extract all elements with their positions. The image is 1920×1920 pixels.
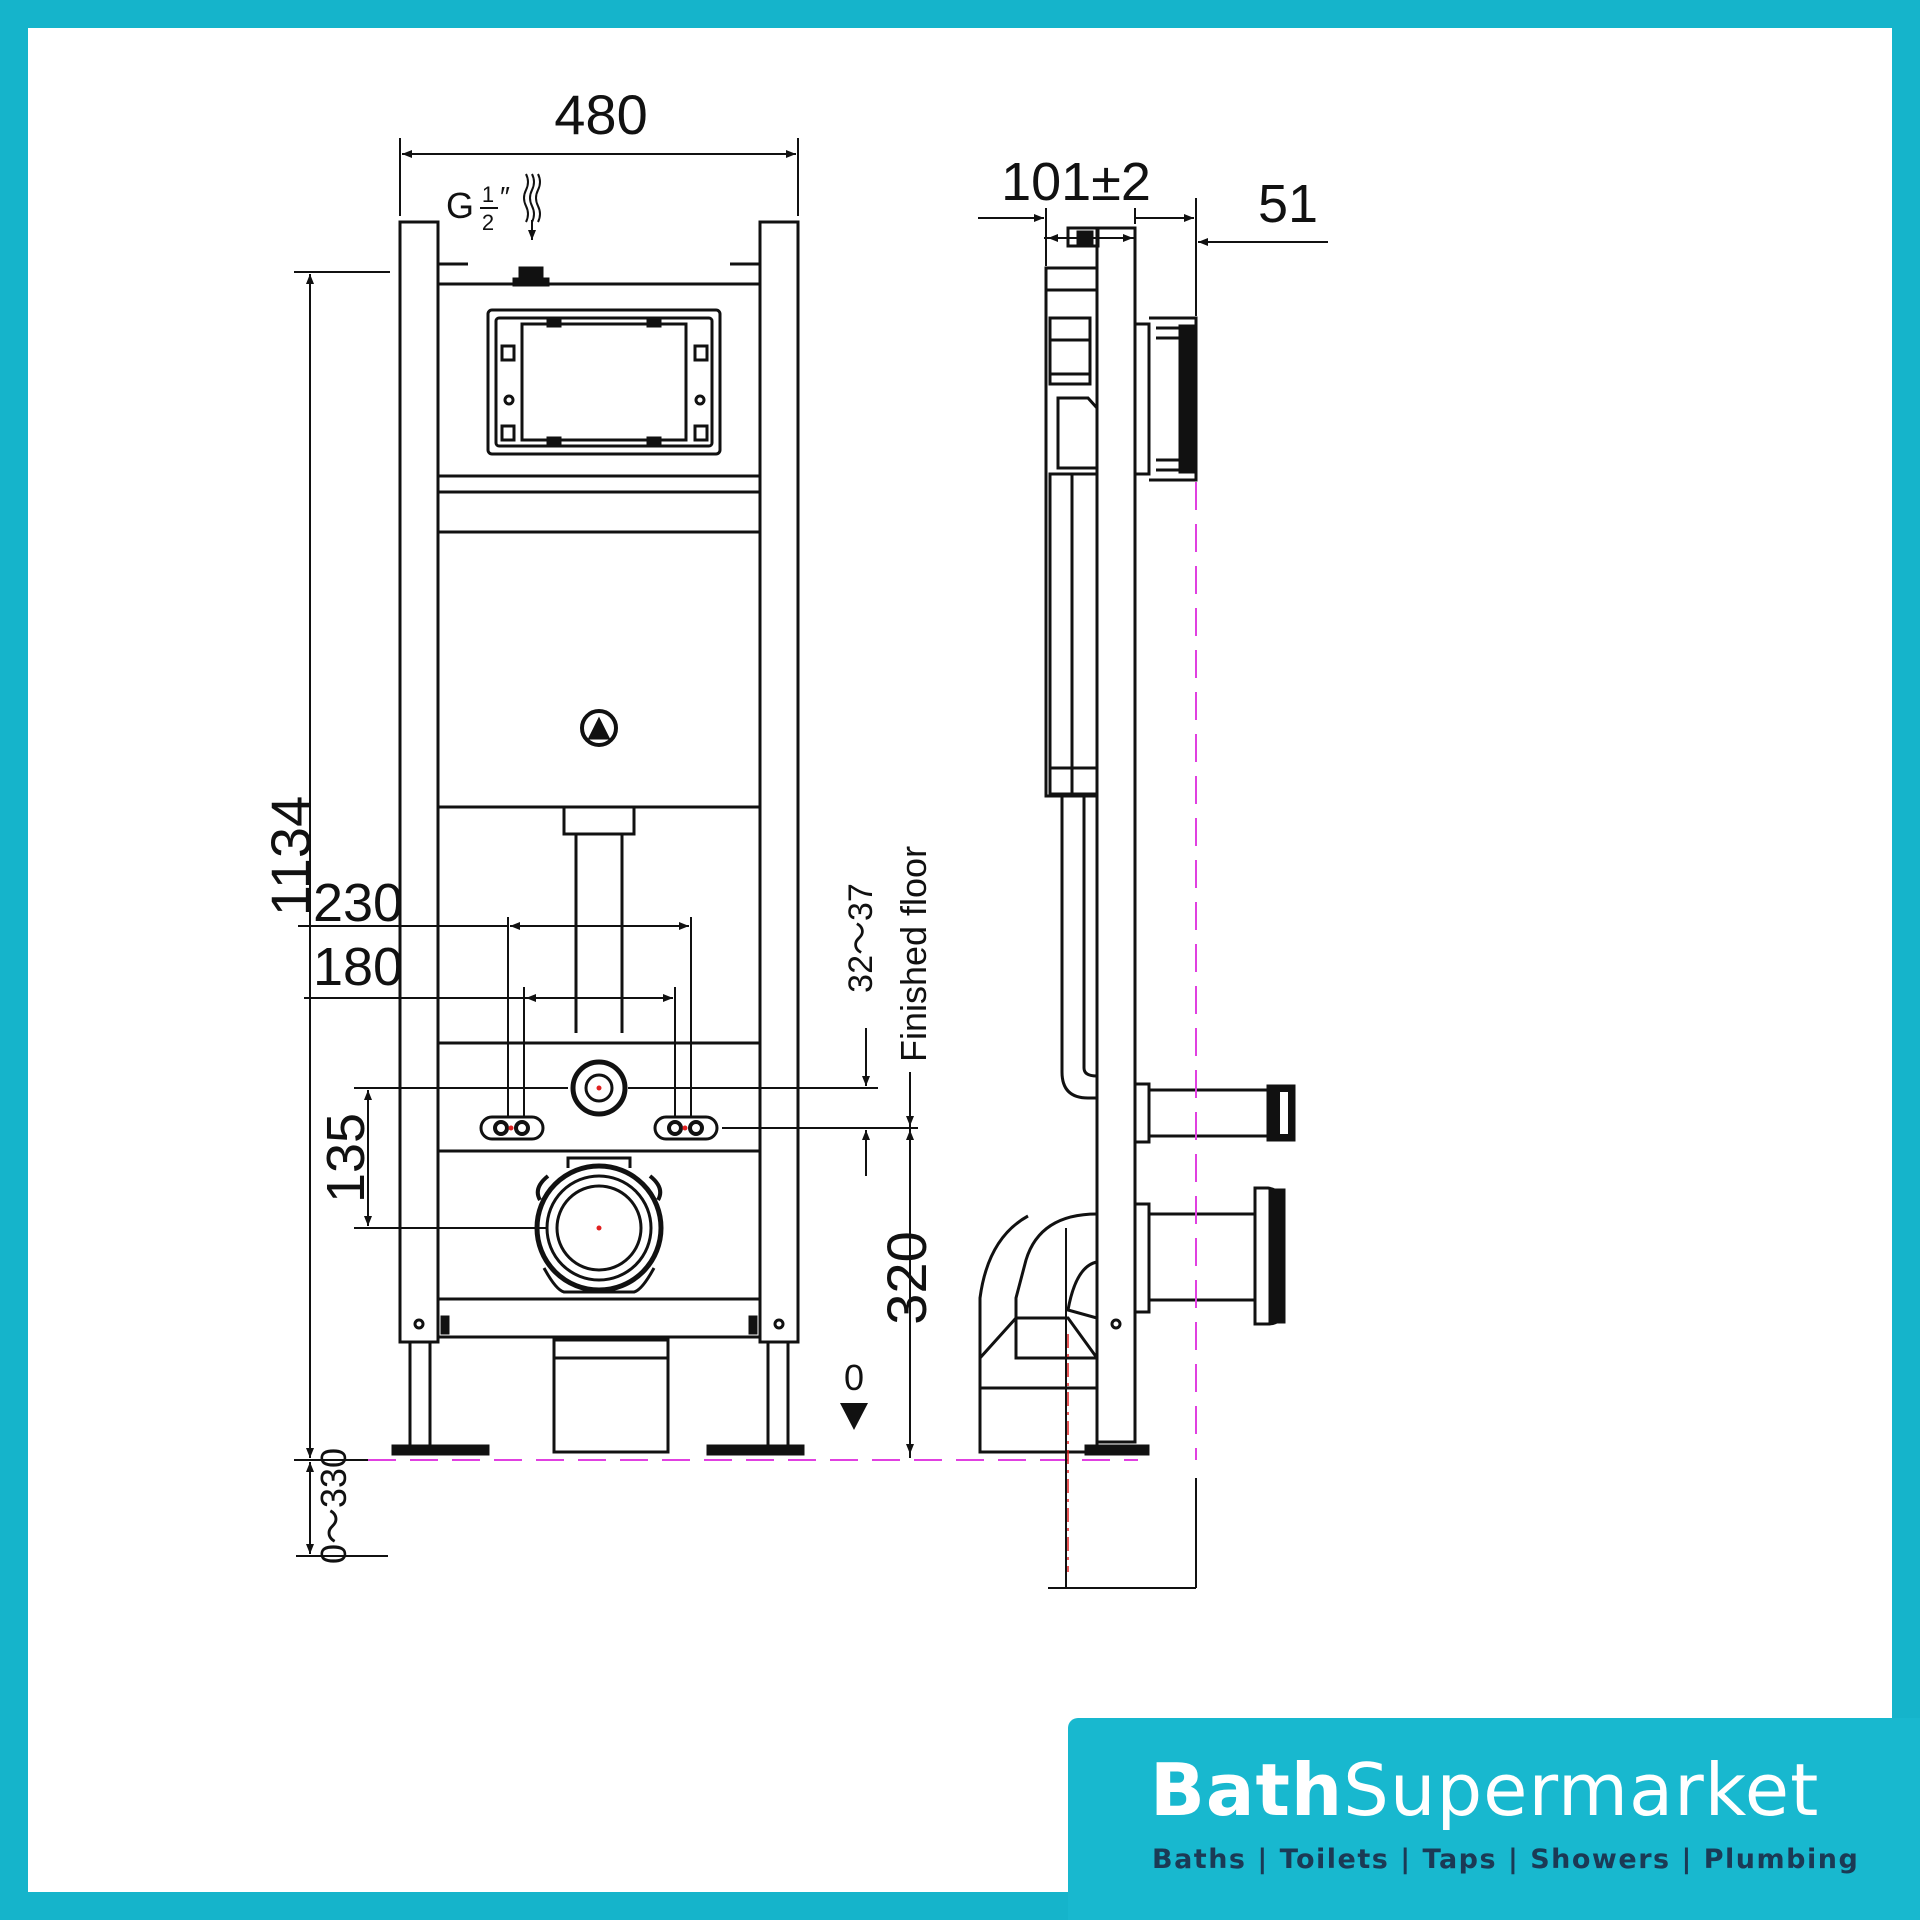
- side-dimensions: [978, 198, 1328, 1589]
- side-post: [1095, 226, 1137, 1444]
- center-marks: [508, 1085, 688, 1231]
- waste-outlet: [566, 1156, 632, 1168]
- right-post: [758, 220, 800, 1344]
- bolt-slot-left: [479, 1115, 545, 1141]
- offset-label: 135: [316, 1113, 376, 1203]
- bolt-spacing-inner-label: 180: [313, 937, 403, 997]
- cistern-top: [436, 282, 762, 478]
- upper-crossbar: [436, 490, 762, 534]
- side-drain-block: [978, 1316, 1099, 1454]
- svg-text:2: 2: [482, 210, 494, 235]
- svg-text:G: G: [446, 185, 474, 226]
- floor-zero-label: 0: [844, 1357, 864, 1398]
- technical-drawing: 480 G 1 2 ″ 1134 230 180 135 32～37 Finis…: [259, 83, 1328, 1589]
- floor-range-label: 32～37: [842, 883, 880, 993]
- drain-pipe: [552, 1338, 670, 1454]
- brand-banner: BathSupermarket Baths | Toilets | Taps |…: [1068, 1718, 1920, 1920]
- flush-opening: [520, 322, 688, 442]
- side-foot: [1084, 1444, 1150, 1456]
- flush-plate-frame: [486, 308, 722, 456]
- mounting-plate: [436, 1041, 762, 1153]
- finished-floor-label: Finished floor: [893, 846, 934, 1062]
- svg-text:″: ″: [500, 181, 510, 212]
- side-inlet-pipe: [1133, 1082, 1151, 1144]
- front-view: [391, 220, 805, 1456]
- height-label: 1134: [259, 796, 322, 916]
- brand-name-light: Supermarket: [1343, 1748, 1820, 1832]
- drawing-sheet: 480 G 1 2 ″ 1134 230 180 135 32～37 Finis…: [28, 28, 1920, 1920]
- floor-level-marker: [840, 1403, 868, 1430]
- inlet-arrow-icon: [523, 173, 541, 240]
- outlet-height-label: 320: [875, 1231, 938, 1324]
- bolt-spacing-outer-label: 230: [313, 873, 403, 933]
- cistern-body: [436, 530, 762, 809]
- front-dimensions: [294, 138, 918, 1557]
- side-waste-pipe: [1147, 1212, 1257, 1302]
- brand-tagline: Baths | Toilets | Taps | Showers | Plumb…: [1152, 1844, 1860, 1875]
- waste-elbow: [1014, 1212, 1099, 1360]
- left-post: [398, 220, 440, 1344]
- depth-extra-label: 51: [1258, 174, 1318, 234]
- brand-logo: BathSupermarket: [1150, 1754, 1819, 1826]
- inlet-thread-label: G 1 2 ″: [446, 181, 510, 235]
- lower-crossbar: [436, 1297, 762, 1339]
- width-label: 480: [554, 83, 647, 146]
- cistern-access-icon: [580, 709, 618, 747]
- bolt-slot-right: [653, 1115, 719, 1141]
- svg-text:1: 1: [482, 182, 494, 207]
- right-foot: [706, 1444, 805, 1456]
- left-foot: [391, 1444, 490, 1456]
- flush-collar: [1133, 322, 1151, 476]
- leg-adjust-label: 0～330: [313, 1448, 354, 1564]
- depth-label: 101±2: [1001, 152, 1151, 212]
- side-view: [978, 226, 1296, 1456]
- brand-name-bold: Bath: [1150, 1748, 1344, 1832]
- flush-collar-thread: [1149, 316, 1198, 482]
- waste-pipe-hole: [570, 1059, 628, 1117]
